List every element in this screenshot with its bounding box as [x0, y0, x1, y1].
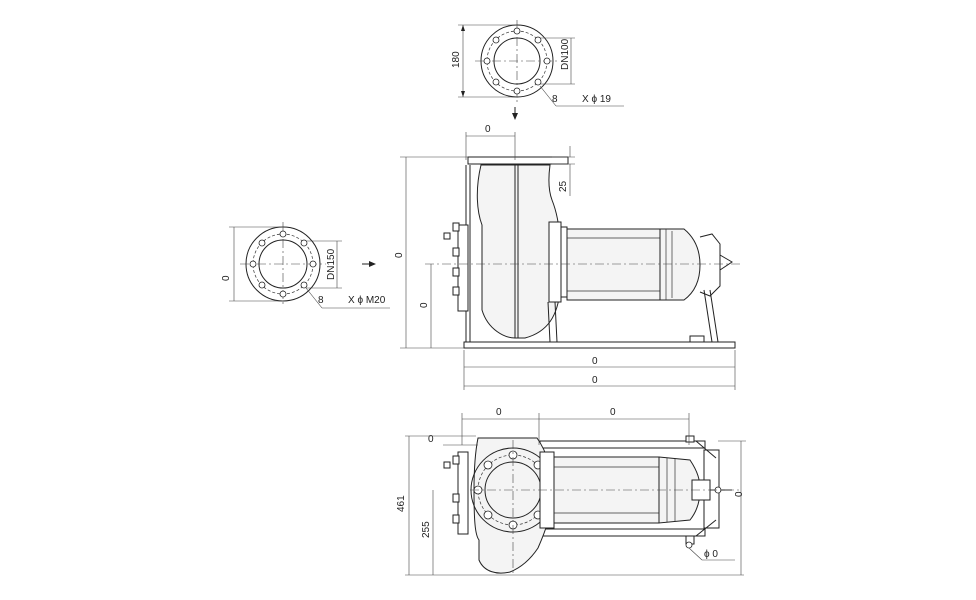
anchor-hole-label: ϕ 0 [704, 549, 718, 560]
edge-offset-label: 0 [428, 434, 434, 445]
suction-height-label: 0 [221, 275, 232, 281]
suction-flange-detail: 0 DN150 8 X ϕ M20 [221, 222, 390, 309]
suction-dn-label: DN150 [326, 248, 337, 280]
discharge-dn-label: DN100 [560, 38, 571, 70]
total-height-label: 0 [394, 252, 405, 258]
discharge-bolt-spec: X ϕ 19 [582, 94, 611, 105]
bolt-holes [249, 230, 317, 298]
bolt-holes [483, 27, 551, 95]
discharge-offset-label: 0 [485, 124, 491, 135]
suction-bolt-spec: X ϕ M20 [348, 295, 386, 306]
overall-width-label: 461 [396, 495, 407, 512]
overall-length-label: 0 [592, 375, 598, 386]
shaft-height-label: 0 [419, 302, 430, 308]
inlet-offset-label: 0 [496, 407, 502, 418]
flange-thickness-label: 25 [558, 180, 569, 192]
suction-bolt-count: 8 [318, 295, 324, 306]
frame-width-label: 0 [734, 491, 745, 497]
discharge-flange-detail: 180 DN100 8 X ϕ 19 [451, 20, 624, 120]
pump-top-view: 0 0 0 461 255 0 ϕ 0 [396, 407, 746, 576]
pump-side-view: 0 25 0 0 0 0 [394, 124, 740, 390]
axis-offset-label: 255 [421, 521, 432, 538]
frame-length-label: 0 [610, 407, 616, 418]
base-length-label: 0 [592, 356, 598, 367]
discharge-height-label: 180 [451, 51, 462, 68]
discharge-bolt-count: 8 [552, 94, 558, 105]
